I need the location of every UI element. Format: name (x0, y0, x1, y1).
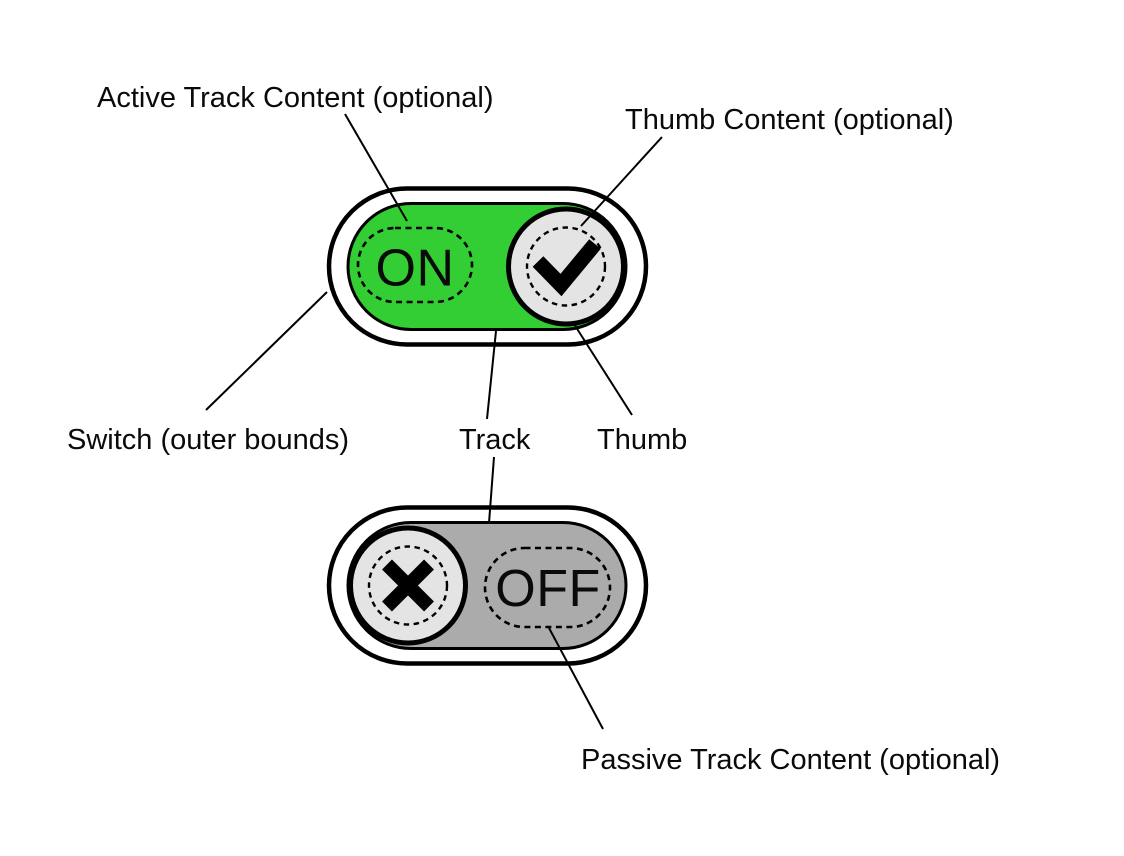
label-thumb: Thumb (597, 424, 687, 456)
label-track: Track (459, 424, 531, 456)
leader-line-track-lower (488, 456, 495, 524)
label-active-track-content: Active Track Content (optional) (97, 82, 494, 114)
off-switch: OFF (326, 505, 649, 666)
off-passive-track-content-outline (483, 546, 612, 629)
leader-line-passive-track-content (548, 627, 604, 730)
leader-line-thumb (573, 323, 633, 416)
x-icon (382, 559, 434, 612)
check-icon (532, 239, 601, 297)
leader-line-active-track-content (344, 113, 408, 222)
on-active-track-content-outline (356, 226, 474, 304)
label-passive-track-content: Passive Track Content (optional) (581, 744, 1000, 776)
on-track-content-label: ON (376, 240, 455, 298)
label-thumb-content: Thumb Content (optional) (625, 104, 954, 136)
off-track-content-label: OFF (495, 560, 600, 618)
leader-line-switch-outer-bounds (205, 291, 328, 411)
leader-line-track-upper (486, 330, 497, 420)
on-switch: ON (326, 186, 649, 347)
on-thumb-content-outline (525, 226, 607, 307)
off-thumb-content-outline (367, 545, 449, 626)
leader-lines (205, 113, 663, 730)
leader-line-thumb-content (580, 136, 663, 227)
on-switch-thumb (506, 206, 626, 327)
label-switch-outer-bounds: Switch (outer bounds) (67, 424, 349, 456)
annotation-labels: Active Track Content (optional) Thumb Co… (67, 82, 1000, 776)
